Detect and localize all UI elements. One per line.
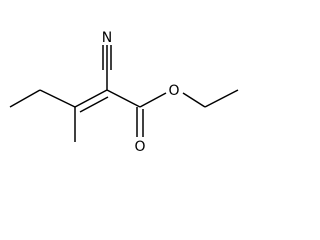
bond-c3-c2-double-inner bbox=[79, 96, 109, 113]
carbonyl-o-mask bbox=[133, 137, 147, 153]
ester-o-mask bbox=[167, 81, 182, 97]
carbonyl-o-label: O bbox=[134, 139, 145, 155]
bond-ch2-c3 bbox=[39, 89, 76, 108]
bond-ch2-ch3-right bbox=[204, 89, 239, 108]
ester-o-label: O bbox=[168, 83, 179, 99]
chemical-structure: N O O bbox=[9, 28, 239, 155]
bond-o-ch2-right bbox=[182, 92, 206, 108]
bond-ch3-ch2-left bbox=[9, 89, 41, 108]
bond-c1-o-ester bbox=[139, 92, 167, 108]
bond-c3-c2-double-outer bbox=[74, 89, 108, 108]
bond-c2-c1 bbox=[106, 89, 141, 108]
nitrile-n-mask bbox=[100, 28, 114, 44]
nitrile-n-label: N bbox=[102, 30, 112, 46]
